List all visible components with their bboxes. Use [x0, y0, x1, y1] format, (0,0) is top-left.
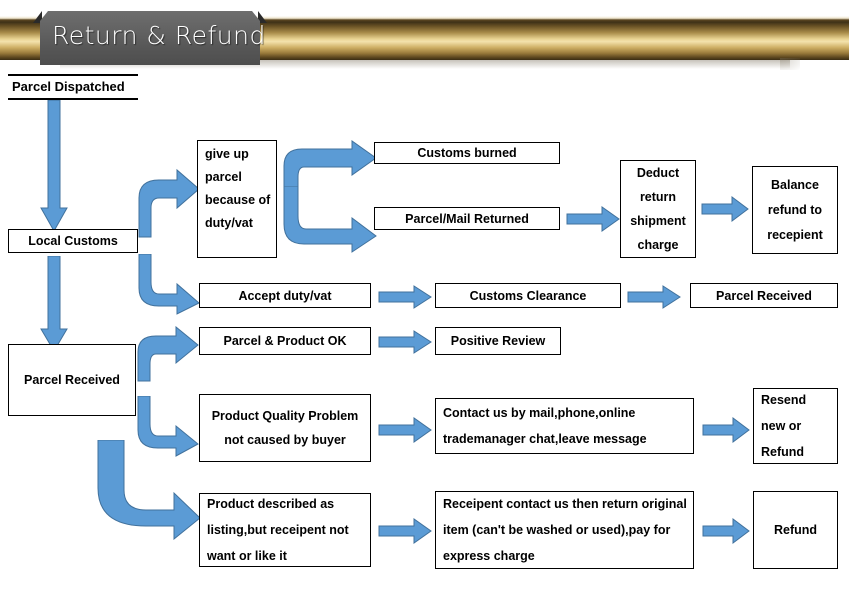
- node-parcel-received-left[interactable]: Parcel Received: [8, 344, 136, 416]
- ribbon-notch-left-icon: [33, 11, 42, 23]
- arrow-giveup-to-burned: [282, 140, 378, 210]
- banner-shadow-corner: [780, 58, 800, 70]
- node-give-up-parcel[interactable]: give up parcel because of duty/vat: [197, 140, 277, 258]
- arrow-contact-to-resend: [702, 417, 750, 443]
- node-deduct-return-charge[interactable]: Deduct return shipment charge: [620, 160, 696, 258]
- arrow-customs-to-received: [40, 256, 68, 352]
- title-ribbon: [40, 11, 260, 65]
- arrow-giveup-to-returned: [282, 186, 378, 254]
- arrow-quality-to-contact: [378, 417, 432, 443]
- arrow-return-to-refund: [702, 518, 750, 544]
- arrow-returned-to-deduct: [566, 206, 620, 232]
- arrow-received-to-quality: [136, 396, 200, 458]
- arrow-deduct-to-balance: [701, 196, 749, 222]
- node-receipent-return[interactable]: Receipent contact us then return origina…: [435, 491, 694, 569]
- arrow-received-to-described: [96, 440, 202, 540]
- node-positive-review[interactable]: Positive Review: [435, 327, 561, 355]
- arrow-dispatched-to-customs: [40, 100, 68, 232]
- page-title: Return & Refund: [52, 21, 266, 50]
- node-accept-duty-vat[interactable]: Accept duty/vat: [199, 283, 371, 308]
- arrow-described-to-return: [378, 518, 432, 544]
- node-product-described[interactable]: Product described as listing,but receipe…: [199, 493, 371, 567]
- node-customs-burned[interactable]: Customs burned: [374, 142, 560, 164]
- arrow-accept-to-clearance: [378, 285, 432, 309]
- ribbon-notch-right-icon: [258, 11, 267, 23]
- arrow-clearance-to-received: [627, 285, 681, 309]
- arrow-customs-to-giveup: [137, 168, 201, 238]
- arrow-ok-to-review: [378, 330, 432, 354]
- banner-shadow: [60, 60, 790, 69]
- node-balance-refund[interactable]: Balance refund to recepient: [752, 166, 838, 254]
- node-parcel-received-right[interactable]: Parcel Received: [690, 283, 838, 308]
- node-customs-clearance[interactable]: Customs Clearance: [435, 283, 621, 308]
- node-local-customs[interactable]: Local Customs: [8, 229, 138, 253]
- node-parcel-mail-returned[interactable]: Parcel/Mail Returned: [374, 207, 560, 230]
- node-parcel-product-ok[interactable]: Parcel & Product OK: [199, 327, 371, 355]
- node-contact-us[interactable]: Contact us by mail,phone,online trademan…: [435, 398, 694, 454]
- node-refund[interactable]: Refund: [753, 491, 838, 569]
- node-product-quality-problem[interactable]: Product Quality Problem not caused by bu…: [199, 394, 371, 462]
- node-parcel-dispatched[interactable]: Parcel Dispatched: [8, 74, 138, 100]
- node-resend-or-refund[interactable]: Resend new or Refund: [753, 388, 838, 464]
- arrow-customs-to-accept: [137, 254, 201, 316]
- arrow-received-to-ok: [136, 326, 200, 382]
